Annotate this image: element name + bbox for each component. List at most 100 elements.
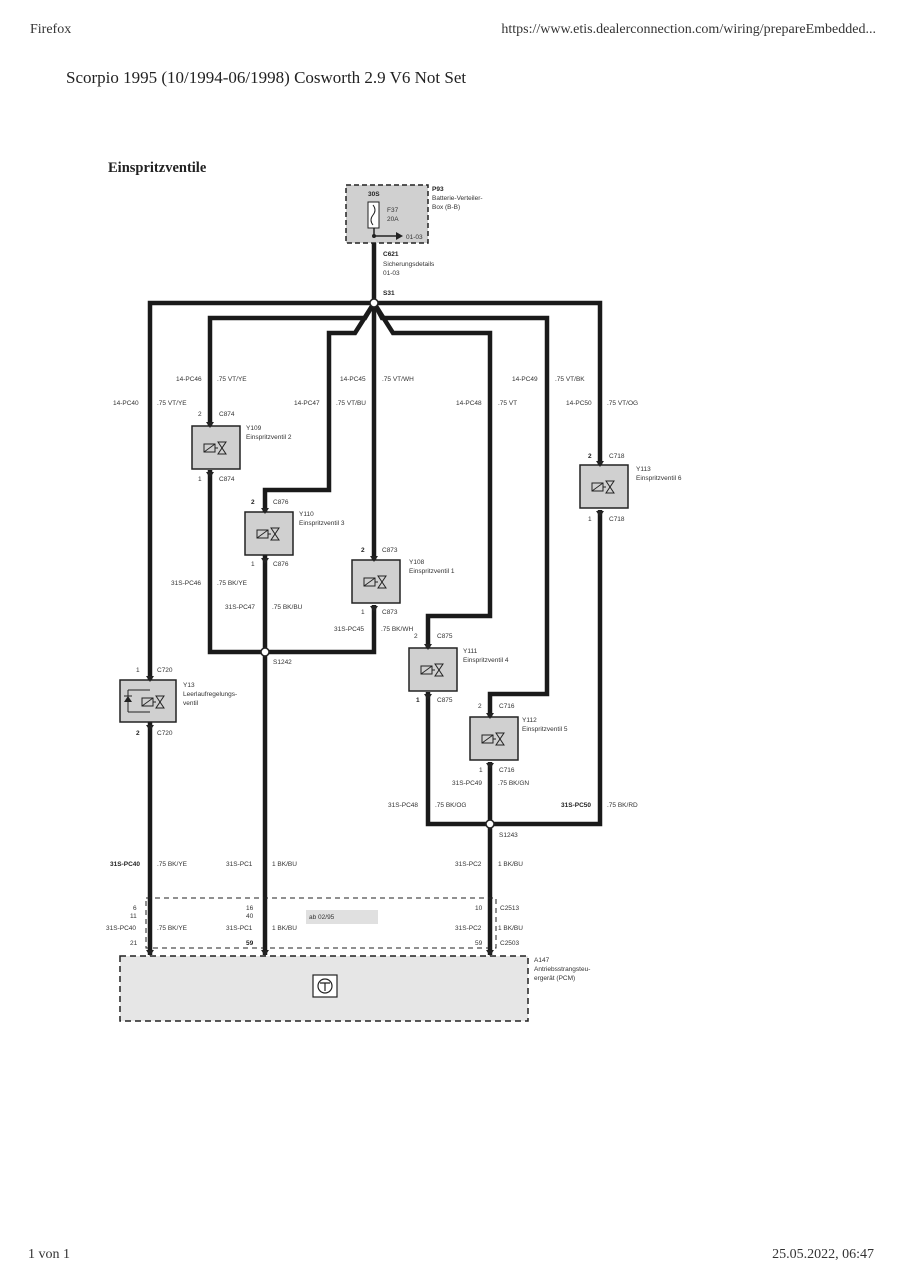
component-name: Einspritzventil 5 <box>522 726 568 733</box>
idle-control-valve-y13 <box>119 676 177 731</box>
pcm-name: Antriebsstrangsteu- <box>534 966 590 973</box>
connector-label: C874 <box>219 411 235 418</box>
pin-label: 2 <box>251 499 255 506</box>
pin-label: 2 <box>136 730 140 737</box>
component-id: Y109 <box>246 425 262 432</box>
injector-y110 <box>244 508 294 564</box>
wire-label-color: .75 BK/GN <box>498 780 529 787</box>
wire-label-color: .75 VT/BK <box>555 376 585 383</box>
pcm-a147 <box>119 955 529 1022</box>
component-name: Leerlaufregelungs- <box>183 691 237 698</box>
connector-c621-desc: Sicherungsdetails <box>383 261 435 268</box>
wire-label-color: .75 BK/YE <box>157 861 188 868</box>
pin-label: 1 <box>416 697 420 704</box>
wire-label-circuit: 31S-PC46 <box>171 580 201 587</box>
splice-s1242-label: S1242 <box>273 659 292 666</box>
pin-label: 21 <box>130 940 138 947</box>
pin-label: 2 <box>588 453 592 460</box>
fuse-supply-label: 30S <box>368 191 380 198</box>
wire-label-circuit: 31S-PC50 <box>561 802 591 809</box>
pin-label: 1 <box>198 476 202 483</box>
component-id: Y13 <box>183 682 195 689</box>
injector-y112 <box>469 713 519 769</box>
component-name: ventil <box>183 700 199 707</box>
wire-label-circuit: 31S-PC1 <box>226 925 253 932</box>
wire-label-color: .75 BK/YE <box>217 580 248 587</box>
connector-id: C2513 <box>500 905 520 912</box>
pcm-name: ergerät (PCM) <box>534 975 575 982</box>
wire-label-color: .75 VT/WH <box>382 376 414 383</box>
component-name: Einspritzventil 6 <box>636 475 682 482</box>
wire-label-circuit: 31S-PC40 <box>110 861 140 868</box>
wire-label-color: .75 BK/OG <box>435 802 466 809</box>
pin-label: 2 <box>198 411 202 418</box>
pin-label: 59 <box>475 940 483 947</box>
connector-label: C716 <box>499 767 515 774</box>
connector-label: C874 <box>219 476 235 483</box>
component-name: Einspritzventil 3 <box>299 520 345 527</box>
wire-label-color: 1 BK/BU <box>272 861 297 868</box>
connector-c2513 <box>145 897 497 949</box>
pin-label: 2 <box>478 703 482 710</box>
wire-label-circuit: 31S-PC2 <box>455 861 482 868</box>
injector-y111 <box>408 644 458 700</box>
connector-c621-id: C621 <box>383 251 399 258</box>
wire-label-circuit: 31S-PC47 <box>225 604 255 611</box>
pin-label: 2 <box>414 633 418 640</box>
injector-y109 <box>191 422 241 478</box>
splice-s31-label: S31 <box>383 290 395 297</box>
wire-label-circuit: 14-PC49 <box>512 376 538 383</box>
pcm-id: A147 <box>534 957 550 964</box>
vehicle-title: Scorpio 1995 (10/1994-06/1998) Cosworth … <box>66 68 467 87</box>
wire-label-circuit: 14-PC47 <box>294 400 320 407</box>
pin-label: 6 <box>133 905 137 912</box>
wire-label-circuit: 14-PC46 <box>176 376 202 383</box>
connector-label: C716 <box>499 703 515 710</box>
pin-label: 1 <box>588 516 592 523</box>
connector-label: C720 <box>157 730 173 737</box>
connector-label: C718 <box>609 453 625 460</box>
pin-label: 1 <box>479 767 483 774</box>
wire-label-color: .75 VT <box>498 400 517 407</box>
component-id: Y108 <box>409 559 425 566</box>
connector-label: C876 <box>273 499 289 506</box>
fuse-ref-label: 01-03 <box>406 234 423 241</box>
section-title: Einspritzventile <box>108 160 207 176</box>
connector-label: C873 <box>382 609 398 616</box>
component-id: Y110 <box>299 511 314 518</box>
component-name: Einspritzventil 4 <box>463 657 509 664</box>
wire-label-color: .75 BK/RD <box>607 802 638 809</box>
print-datetime: 25.05.2022, 06:47 <box>772 1247 874 1262</box>
wire-label-color: .75 VT/BU <box>336 400 366 407</box>
wire-label-circuit: 31S-PC2 <box>455 925 482 932</box>
wire-label-circuit: 31S-PC49 <box>452 780 482 787</box>
connector-id: C2503 <box>500 940 520 947</box>
wire-label-color: 1 BK/BU <box>498 861 523 868</box>
fuse-rating-label: 20A <box>387 216 399 223</box>
page-url: https://www.etis.dealerconnection.com/wi… <box>501 22 876 37</box>
component-id: Y113 <box>636 466 651 473</box>
connector-label: C873 <box>382 547 398 554</box>
pin-label: 1 <box>361 609 365 616</box>
component-id: Y112 <box>522 717 537 724</box>
browser-name: Firefox <box>30 22 72 37</box>
pin-label: 1 <box>136 667 140 674</box>
connector-label: C875 <box>437 633 453 640</box>
connector-label: C875 <box>437 697 453 704</box>
connector-label: C720 <box>157 667 173 674</box>
injector-y108 <box>351 556 401 612</box>
pin-label: 40 <box>246 913 254 920</box>
pin-label: 2 <box>361 547 365 554</box>
pin-label: 10 <box>475 905 483 912</box>
wire-label-circuit: 14-PC50 <box>566 400 592 407</box>
wire-label-circuit: 14-PC45 <box>340 376 366 383</box>
pin-label: 59 <box>246 940 254 947</box>
wire-label-circuit: 31S-PC48 <box>388 802 418 809</box>
wire-label-circuit: 14-PC48 <box>456 400 482 407</box>
pin-label: 1 <box>251 561 255 568</box>
fuse-id-label: F37 <box>387 207 399 214</box>
wire-label-color: .75 VT/YE <box>157 400 187 407</box>
component-name: Einspritzventil 2 <box>246 434 292 441</box>
connector-label: C876 <box>273 561 289 568</box>
wire-harness <box>147 243 603 955</box>
